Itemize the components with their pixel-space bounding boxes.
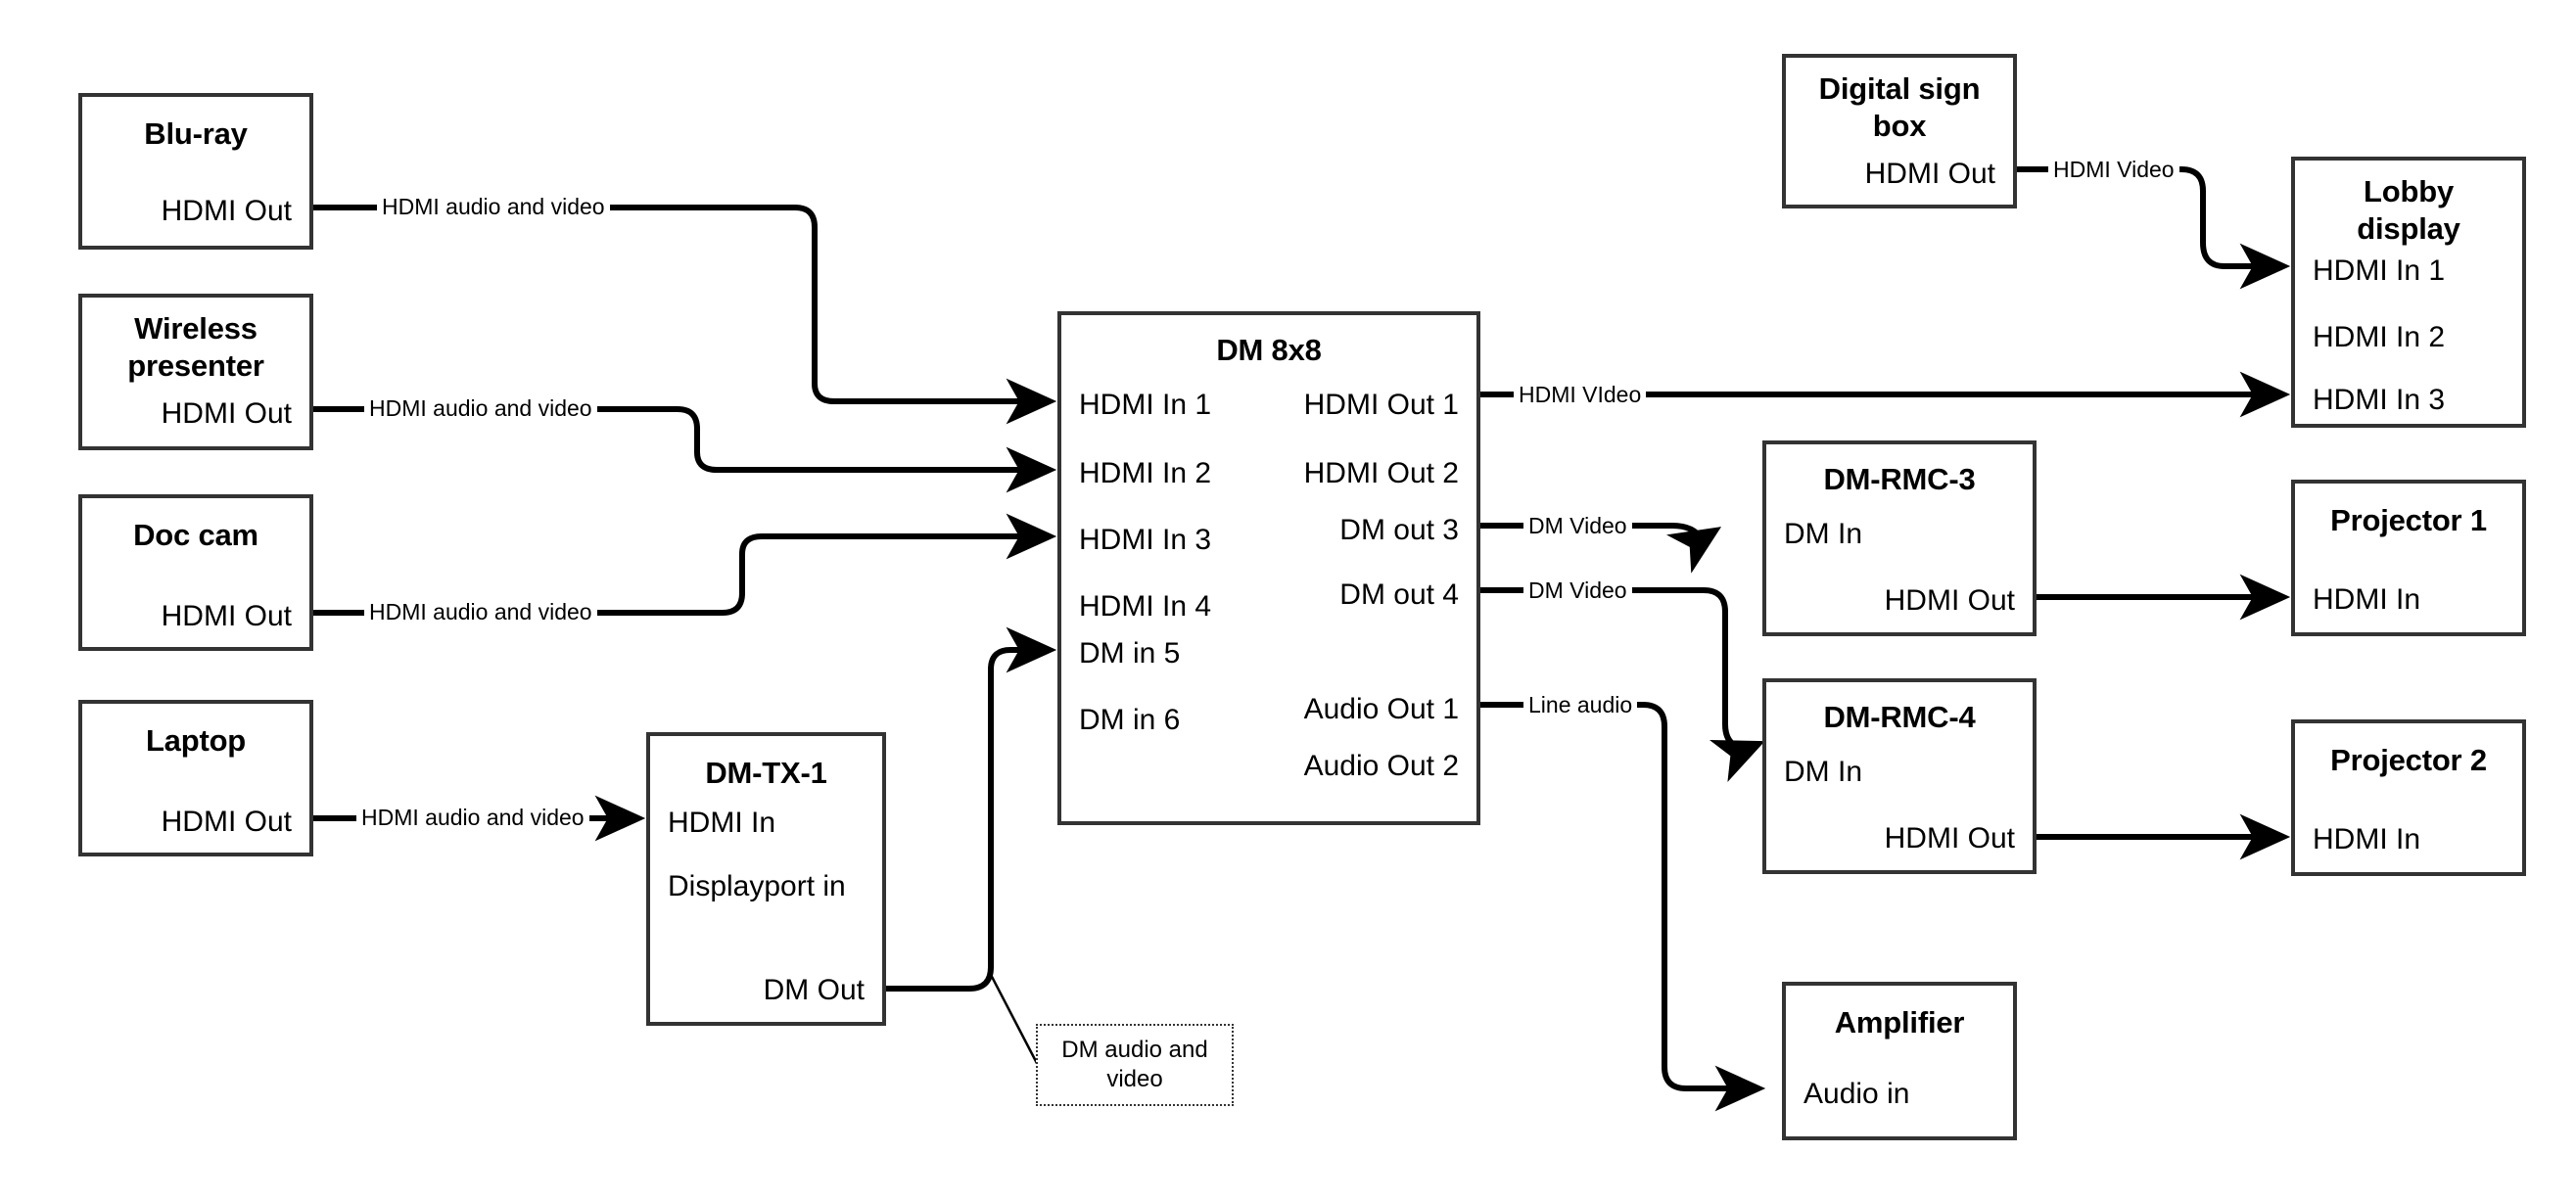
edge-label-laptop: HDMI audio and video — [356, 805, 589, 830]
node-title: Digital sign — [1818, 71, 1981, 106]
port-hdmi-out: HDMI Out — [1884, 584, 2015, 617]
node-bluray[interactable]: Blu-ray HDMI Out — [78, 93, 313, 250]
port-hdmi-in: HDMI In — [2313, 823, 2421, 855]
node-wireless-presenter[interactable]: Wireless presenter HDMI Out — [78, 294, 313, 450]
port-hdmi-out-1: HDMI Out 1 — [1303, 389, 1459, 421]
port-hdmi-in-4: HDMI In 4 — [1079, 590, 1212, 623]
node-dm-tx-1[interactable]: DM-TX-1 HDMI In Displayport in DM Out — [646, 732, 886, 1026]
edge-label-sign-to-lobby: HDMI Video — [2048, 157, 2179, 182]
edge-label-audio-out-1: Line audio — [1523, 692, 1638, 717]
node-title: Laptop — [145, 723, 247, 758]
node-laptop[interactable]: Laptop HDMI Out — [78, 700, 313, 856]
port-hdmi-in-2: HDMI In 2 — [2313, 321, 2446, 353]
node-projector-1[interactable]: Projector 1 HDMI In — [2291, 480, 2526, 636]
port-hdmi-out: HDMI Out — [1884, 822, 2015, 855]
port-hdmi-out: HDMI Out — [161, 806, 292, 838]
node-dm-rmc-3[interactable]: DM-RMC-3 DM In HDMI Out — [1762, 440, 2037, 636]
port-dm-out-3: DM out 3 — [1339, 514, 1459, 546]
annotation-dm-audio-video: DM audio and video — [1036, 1024, 1234, 1106]
port-hdmi-out: HDMI Out — [161, 195, 292, 227]
port-audio-in: Audio in — [1803, 1078, 1910, 1110]
edge-label-doccam: HDMI audio and video — [364, 599, 597, 624]
node-title: Blu-ray — [144, 116, 248, 151]
node-lobby-display[interactable]: Lobby display HDMI In 1 HDMI In 2 HDMI I… — [2291, 157, 2526, 428]
node-amplifier[interactable]: Amplifier Audio in — [1782, 982, 2017, 1140]
edge-label-dm-out-4: DM Video — [1523, 577, 1632, 603]
edge-label-wireless: HDMI audio and video — [364, 395, 597, 421]
node-projector-2[interactable]: Projector 2 HDMI In — [2291, 719, 2526, 876]
port-hdmi-in-2: HDMI In 2 — [1079, 457, 1212, 489]
node-title-line2: presenter — [127, 348, 264, 383]
port-displayport-in: Displayport in — [668, 870, 846, 902]
node-dm-rmc-4[interactable]: DM-RMC-4 DM In HDMI Out — [1762, 678, 2037, 874]
leader-line-dm-note — [987, 970, 1042, 1070]
port-dm-in: DM In — [1784, 756, 1863, 788]
port-dm-in-5: DM in 5 — [1079, 637, 1181, 670]
wire-audio-out-1-to-amplifier — [1480, 702, 1766, 1112]
node-title: DM 8x8 — [1216, 333, 1322, 367]
node-digital-sign-box[interactable]: Digital sign box HDMI Out — [1782, 54, 2017, 208]
node-title: Wireless — [134, 311, 258, 346]
port-hdmi-out: HDMI Out — [1864, 158, 1995, 190]
port-dm-out-4: DM out 4 — [1339, 578, 1459, 611]
port-hdmi-in-3: HDMI In 3 — [2313, 384, 2446, 416]
wire-signbox-to-lobby-in-1 — [2017, 166, 2291, 290]
port-dm-in-6: DM in 6 — [1079, 704, 1181, 736]
node-doc-cam[interactable]: Doc cam HDMI Out — [78, 494, 313, 651]
port-hdmi-out: HDMI Out — [161, 600, 292, 632]
wire-dmtx1-to-dm-in-5 — [886, 626, 1057, 992]
port-hdmi-in-1: HDMI In 1 — [1079, 389, 1212, 421]
node-title: DM-TX-1 — [705, 756, 827, 790]
port-hdmi-in-1: HDMI In 1 — [2313, 254, 2446, 287]
node-title: Lobby — [2364, 174, 2454, 208]
node-title-line2: display — [2357, 211, 2460, 246]
wire-bluray-to-hdmi-in-1 — [313, 205, 1057, 425]
port-hdmi-in: HDMI In — [668, 807, 776, 839]
node-title: DM-RMC-3 — [1823, 462, 1976, 496]
node-title: Amplifier — [1834, 1005, 1965, 1039]
port-hdmi-out: HDMI Out — [161, 397, 292, 430]
node-title-line2: box — [1872, 109, 1927, 143]
port-dm-out: DM Out — [763, 974, 865, 1006]
wire-dm-out-4-to-rmc4 — [1480, 587, 1765, 782]
node-title: Projector 1 — [2330, 503, 2487, 537]
port-dm-in: DM In — [1784, 518, 1863, 550]
port-audio-out-1: Audio Out 1 — [1303, 693, 1459, 725]
edge-label-dm-out-3: DM Video — [1523, 513, 1632, 538]
edge-label-bluray: HDMI audio and video — [377, 194, 610, 219]
node-title: Doc cam — [133, 518, 258, 552]
node-title: Projector 2 — [2330, 743, 2487, 777]
port-hdmi-out-2: HDMI Out 2 — [1303, 457, 1459, 489]
node-dm-8x8[interactable]: DM 8x8 HDMI In 1 HDMI In 2 HDMI In 3 HDM… — [1057, 311, 1480, 825]
port-hdmi-in-3: HDMI In 3 — [1079, 524, 1212, 556]
port-hdmi-in: HDMI In — [2313, 583, 2421, 616]
edge-label-hdmi-out-1: HDMI VIdeo — [1514, 382, 1647, 407]
port-audio-out-2: Audio Out 2 — [1303, 750, 1459, 782]
node-title: DM-RMC-4 — [1823, 700, 1976, 734]
